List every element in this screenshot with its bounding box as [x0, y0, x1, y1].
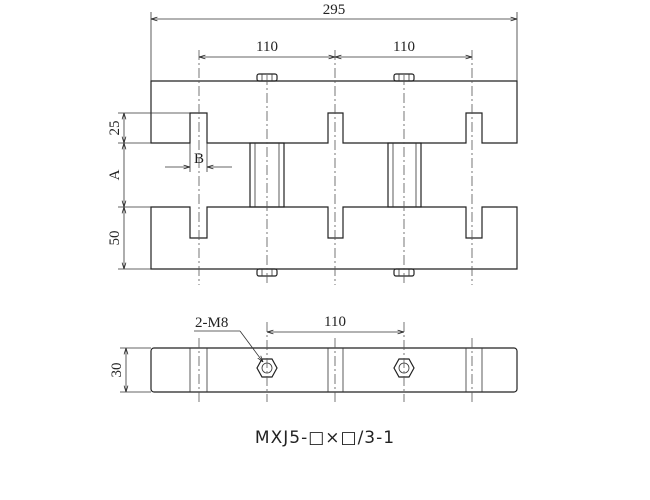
dim-base-height: 50 [107, 231, 123, 246]
top-view [150, 50, 518, 285]
dim-slot-width: B [194, 151, 204, 167]
dim-slot-depth: 25 [107, 121, 123, 136]
side-view [150, 322, 518, 402]
model-caption: MXJ5-□×□/3-1 [254, 428, 396, 448]
right-post [387, 142, 422, 208]
lower-block-outline [150, 206, 518, 270]
dim-gap: A [107, 169, 123, 180]
dim-side-thickness: 30 [109, 363, 125, 378]
dimensions-side-view: 110 2-M8 30 [109, 314, 404, 393]
bolt-callout: 2-M8 [195, 315, 228, 331]
dimensions-top-view: 295 110 110 25 A 50 B [107, 2, 518, 270]
side-block-outline [150, 347, 518, 393]
dim-side-pitch: 110 [324, 314, 346, 330]
dim-pitch-left: 110 [256, 39, 278, 55]
dim-overall-length: 295 [323, 2, 346, 18]
dim-pitch-right: 110 [393, 39, 415, 55]
upper-block-outline [150, 80, 518, 144]
